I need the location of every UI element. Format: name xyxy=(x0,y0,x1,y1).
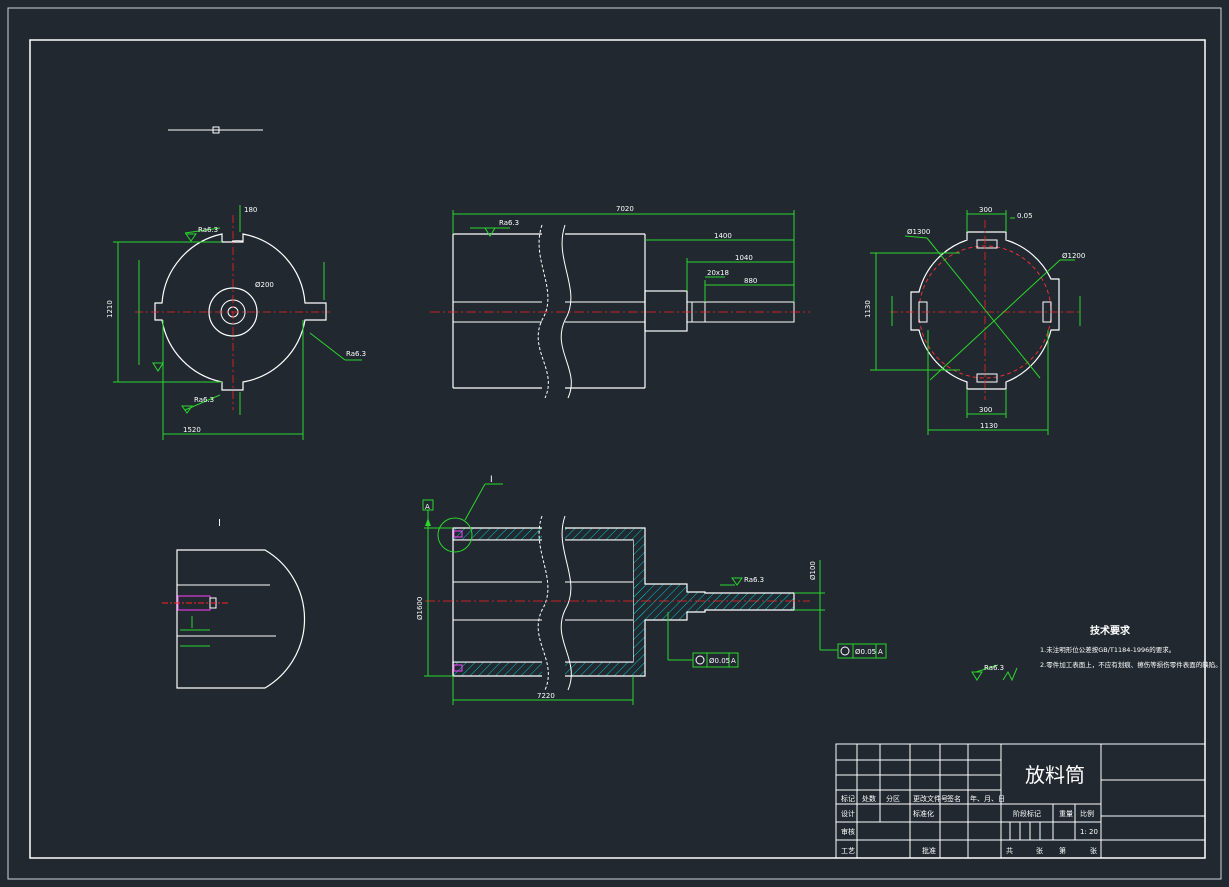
gdt2-value: Ø0.05 xyxy=(855,648,876,656)
tb-count: 处数 xyxy=(862,794,876,803)
dim-sec-shaft: Ø100 xyxy=(809,561,817,580)
detail-label: I xyxy=(218,518,221,529)
section-detail-ref: I xyxy=(490,475,493,485)
section-view: I A 7220 Ø1600 Ø100 Ra6.3 Ø0.05 A xyxy=(416,475,887,705)
tb-sheets: 张 xyxy=(1036,846,1043,855)
title-block-text: 放料筒 标记 处数 分区 更改文件号 签名 年、月、日 设计 标准化 阶段标记 … xyxy=(841,763,1098,855)
dim-left-width: 1520 xyxy=(183,426,201,434)
dim-front-total: 7020 xyxy=(616,205,634,213)
tb-change-doc: 更改文件号 xyxy=(913,794,948,803)
title-block xyxy=(835,743,1206,859)
dim-left-slot: 180 xyxy=(244,206,257,214)
tb-total: 共 xyxy=(1006,846,1013,855)
tb-approve: 批准 xyxy=(922,846,936,855)
tb-design: 设计 xyxy=(841,809,855,818)
left-end-view: 1520 1210 180 Ra6.3 Ra6.3 Ra6.3 Ø200 xyxy=(106,205,366,440)
tb-sheet-no: 第 xyxy=(1059,846,1066,855)
dim-right-dia2: Ø1200 xyxy=(1062,252,1085,260)
tb-stage-mark: 阶段标记 xyxy=(1013,809,1041,818)
tb-scale-value: 1: 20 xyxy=(1080,828,1098,836)
tb-process: 工艺 xyxy=(841,847,855,855)
tb-mark: 标记 xyxy=(841,794,855,803)
tb-zone: 分区 xyxy=(886,794,900,803)
gdt-frame-1: Ø0.05 A xyxy=(692,652,739,668)
roughness-left-bottom: Ra6.3 xyxy=(194,396,214,404)
roughness-left-right: Ra6.3 xyxy=(346,350,366,358)
dim-left-hub: Ø200 xyxy=(255,281,274,289)
roughness-left-top: Ra6.3 xyxy=(198,226,218,234)
roughness-section: Ra6.3 xyxy=(744,576,764,584)
dim-sec-length: 7220 xyxy=(537,692,555,700)
technical-requirements: 技术要求 1.未注明形位公差按GB/T1184-1996的要求。 2.零件加工表… xyxy=(971,624,1222,682)
outer-border xyxy=(7,7,1222,880)
tb-standardize: 标准化 xyxy=(913,809,934,818)
inner-border xyxy=(29,39,1206,859)
gdt-frame-2: Ø0.05 A xyxy=(837,643,887,659)
detail-view-i: I xyxy=(162,518,306,689)
tech-line-2: 2.零件加工表面上，不应有划痕、擦伤等损伤零件表面的缺陷。 xyxy=(1040,660,1222,669)
dim-front-small: 20x18 xyxy=(707,269,729,277)
tb-review: 审核 xyxy=(841,827,855,836)
tb-date: 年、月、日 xyxy=(970,794,1005,803)
gdt1-value: Ø0.05 xyxy=(709,657,730,665)
dim-sec-height: Ø1600 xyxy=(416,597,424,620)
tb-scale-label: 比例 xyxy=(1080,809,1094,818)
tb-sign: 签名 xyxy=(947,794,961,803)
dim-right-width: 1130 xyxy=(980,422,998,430)
dim-right-tol: 0.05 xyxy=(1017,212,1033,220)
dim-right-slot-top: 300 xyxy=(979,206,992,214)
dim-right-slot-bottom: 300 xyxy=(979,406,992,414)
right-end-view: Ø1300 Ø1200 1130 1130 300 300 0.05 xyxy=(864,206,1085,435)
tb-sheet: 张 xyxy=(1090,846,1097,855)
dim-right-height: 1130 xyxy=(864,300,872,318)
roughness-default: Ra6.3 xyxy=(984,664,1004,672)
drawing-title: 放料筒 xyxy=(1025,763,1085,787)
datum-label: A xyxy=(425,503,430,511)
front-view: 7020 1400 1040 880 20x18 Ra6.3 xyxy=(430,205,810,399)
ucs-marker xyxy=(168,126,263,134)
dim-front-shaft: 1400 xyxy=(714,232,732,240)
dim-front-step: 1040 xyxy=(735,254,753,262)
gdt1-datum: A xyxy=(731,657,736,665)
tech-line-1: 1.未注明形位公差按GB/T1184-1996的要求。 xyxy=(1040,645,1175,654)
tech-heading: 技术要求 xyxy=(1090,624,1131,637)
dim-front-end: 880 xyxy=(744,277,757,285)
roughness-front: Ra6.3 xyxy=(499,219,519,227)
gdt2-datum: A xyxy=(878,648,883,656)
dim-left-height: 1210 xyxy=(106,300,114,318)
dim-right-dia1: Ø1300 xyxy=(907,228,930,236)
tb-weight: 重量 xyxy=(1059,810,1073,818)
